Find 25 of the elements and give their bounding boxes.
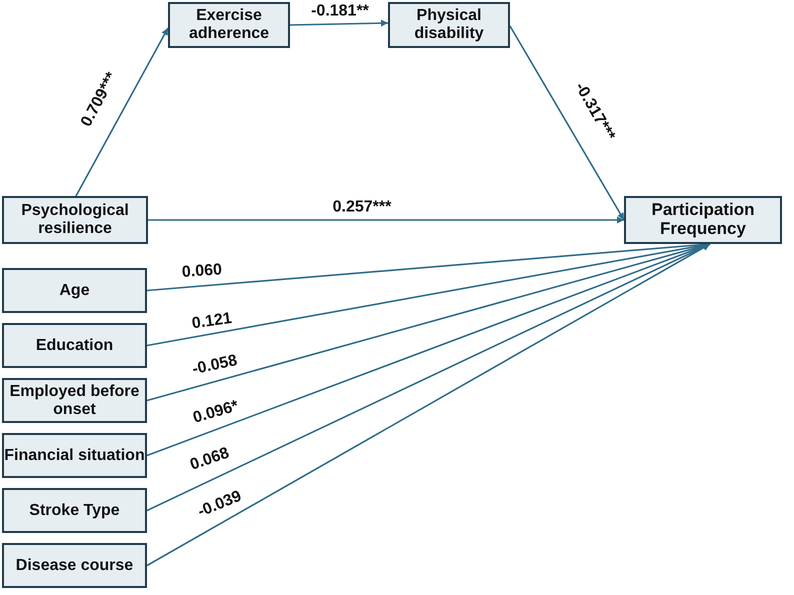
variable-name: Financial situation [4,446,145,464]
variable-name: Age [59,282,90,300]
variable-name: Employed before onset [8,382,140,418]
arrow [146,243,710,566]
variable-name: Psychological resilience [20,202,130,238]
variable-name: Participation Frequency [650,201,756,239]
variable-name: Stroke Type [29,502,120,520]
variable-box [2,543,147,588]
variable-box [2,196,148,244]
variable-box [2,268,147,313]
variable-box [388,2,510,48]
variable-box [2,323,147,368]
variable-name: Exercise adherence [188,7,270,43]
variable-box [2,433,147,478]
variable-name: Disease course [16,556,134,574]
variable-name: Physical disability [413,7,485,43]
variable-box [624,196,782,244]
arrow [148,216,624,224]
variable-box [2,488,147,533]
variable-box [2,378,147,423]
arrow [75,28,169,196]
arrow [509,26,625,220]
arrow [290,20,388,27]
variable-box [168,2,290,48]
variable-name: Education [36,336,114,354]
